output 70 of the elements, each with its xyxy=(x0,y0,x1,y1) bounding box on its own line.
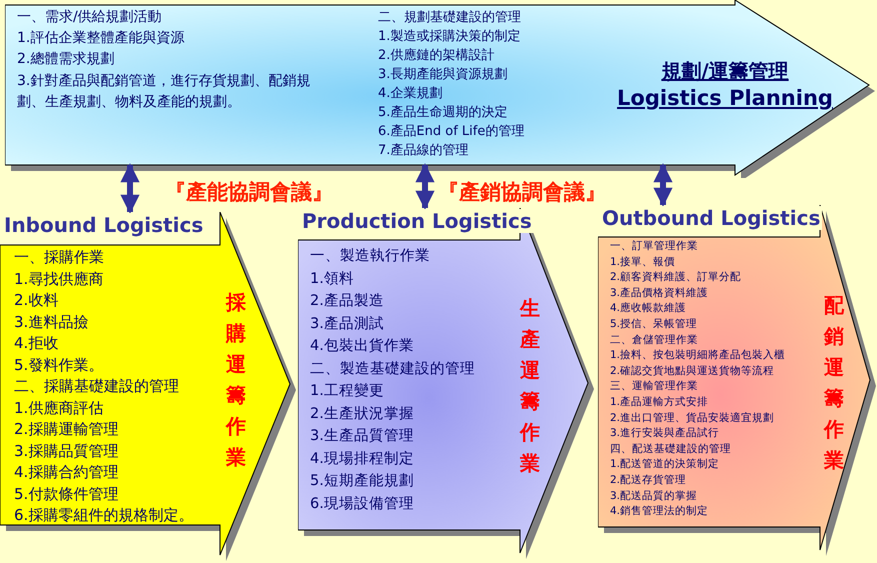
list-item: 4.現場排程制定 xyxy=(310,450,414,468)
double-arrow xyxy=(415,163,435,210)
list-item: 二、製造基礎建設的管理 xyxy=(310,360,475,378)
planning-subheading: Logistics Planning xyxy=(616,86,834,110)
vertical-caption: 生產運籌作業 xyxy=(520,295,541,477)
list-item: 3.針對產品與配銷管道，進行存貨規劃、配銷規劃、生產規劃、物料及產能的規劃。 xyxy=(17,72,312,112)
list-item: 2.總體需求規劃 xyxy=(17,50,114,68)
list-item: 4.應收帳款維護 xyxy=(610,301,686,316)
list-item: 5.產品生命週期的決定 xyxy=(378,104,508,121)
list-item: 2.收料 xyxy=(14,291,58,310)
list-item: 3.生產品質管理 xyxy=(310,427,414,445)
list-item: 3.長期產能與資源規劃 xyxy=(378,66,508,83)
list-item: 1.接單、報價 xyxy=(610,254,676,269)
list-item: 6.產品End of Life的管理 xyxy=(378,123,524,140)
list-item: 2.供應鏈的架構設計 xyxy=(378,47,494,64)
list-item: 2.產品製造 xyxy=(310,292,384,310)
list-item: 2.生產狀況掌握 xyxy=(310,404,414,422)
list-item: 5.付款條件管理 xyxy=(14,484,118,504)
list-item: 3.進料品撿 xyxy=(14,312,88,332)
stage-panel xyxy=(598,205,877,557)
list-item: 1.產品運輸方式安排 xyxy=(610,395,708,409)
section-heading: Outbound Logistics xyxy=(600,206,822,230)
list-item: 4.採購合約管理 xyxy=(14,463,118,482)
list-item: 1.撿料、按包裝明細將產品包裝入櫃 xyxy=(610,348,786,362)
list-item: 1.評估企業整體產能與資源 xyxy=(17,29,184,47)
list-item: 1.製造或採購決策的制定 xyxy=(378,28,520,45)
list-item: 3.進行安裝與產品試行 xyxy=(610,426,720,440)
list-item: 2.配送存貨管理 xyxy=(610,473,686,487)
list-item: 3.採購品質管理 xyxy=(14,442,118,460)
vertical-caption: 配銷運籌作業 xyxy=(824,292,846,474)
list-item: 5.發料作業。 xyxy=(14,356,104,374)
list-item: 一、訂單管理作業 xyxy=(610,239,698,253)
list-item: 6.現場設備管理 xyxy=(310,494,414,512)
planning-panel xyxy=(5,0,877,178)
list-item: 1.尋找供應商 xyxy=(14,270,104,288)
double-arrow xyxy=(653,163,673,207)
stage-panel xyxy=(298,208,596,560)
list-item: 三、運輸管理作業 xyxy=(610,379,698,394)
list-item: 6.採購零組件的規格制定。 xyxy=(14,506,194,525)
list-item: 二、採購基礎建設的管理 xyxy=(14,377,179,396)
list-item: 1.供應商評估 xyxy=(14,398,104,418)
list-item: 2.確認交貨地點與運送貨物等流程 xyxy=(610,364,774,378)
double-arrow xyxy=(120,163,140,214)
list-item: 一、製造執行作業 xyxy=(310,247,430,265)
list-item: 2.進出口管理、貨品安裝適宜規劃 xyxy=(610,410,774,425)
list-item: 7.產品線的管理 xyxy=(378,142,468,159)
list-item: 2.顧客資料維護、訂單分配 xyxy=(610,270,742,284)
list-item: 4.銷售管理法的制定 xyxy=(610,504,708,518)
list-item: 一、需求/供給規劃活動 xyxy=(17,8,162,26)
meeting-label: 『產能協調會議』 xyxy=(165,179,333,206)
vertical-caption: 採購運籌作業 xyxy=(226,289,247,471)
list-item: 1.領料 xyxy=(310,270,354,288)
list-item: 5.授信、呆帳管理 xyxy=(610,317,698,331)
list-item: 2.採購運輸管理 xyxy=(14,420,118,439)
stage-panel xyxy=(0,212,298,562)
list-item: 5.短期產能規劃 xyxy=(310,472,414,490)
list-item: 3.產品測試 xyxy=(310,314,384,332)
list-item: 二、倉儲管理作業 xyxy=(610,332,698,347)
list-item: 1.配送管道的決策制定 xyxy=(610,457,720,472)
list-item: 4.拒收 xyxy=(14,334,58,353)
list-item: 四、配送基礎建設的管理 xyxy=(610,442,731,456)
list-item: 4.包裝出貨作業 xyxy=(310,337,414,355)
list-item: 4.企業規劃 xyxy=(378,85,442,102)
list-item: 一、採購作業 xyxy=(14,248,104,267)
list-item: 二、規劃基礎建設的管理 xyxy=(378,9,521,26)
planning-heading: 規劃/運籌管理 xyxy=(660,58,790,85)
meeting-label: 『產銷協調會議』 xyxy=(438,179,606,206)
list-item: 3.產品價格資料維護 xyxy=(610,286,708,300)
list-item: 3.配送品質的掌握 xyxy=(610,488,698,503)
list-item: 1.工程變更 xyxy=(310,382,384,400)
